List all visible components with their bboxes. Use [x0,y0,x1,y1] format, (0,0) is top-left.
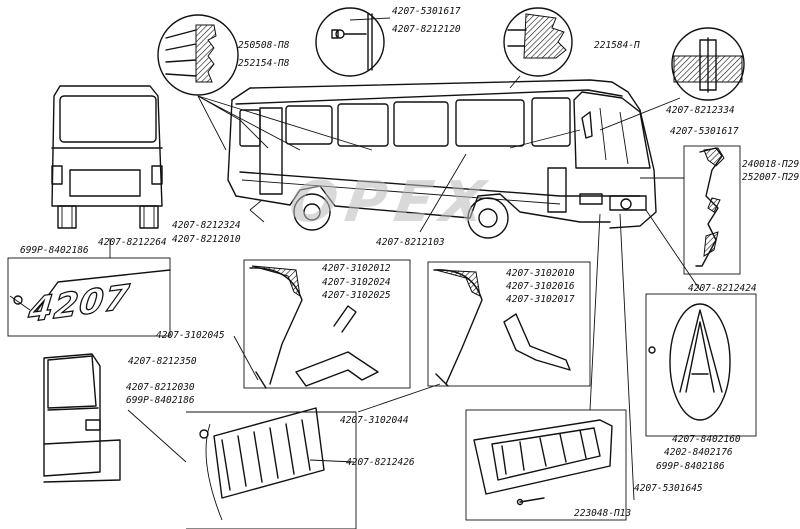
leader-lines [109,17,701,501]
part-label: 4207-8402160 [672,434,741,445]
part-label: 4207-8212030 [126,382,195,393]
part-label: 4207-8212350 [128,356,197,367]
part-label: 4207-8212103 [376,237,445,248]
part-label: 4207-3102016 [506,281,575,292]
part-label: 223048-П13 [574,508,632,519]
part-label: 250508-П8 [238,40,290,51]
front-emblem-detail [645,293,757,437]
seal-detail-1 [157,14,239,96]
part-label: 4207-3102044 [340,415,409,426]
part-label: 240018-П29 [742,159,800,170]
rear-emblem-detail [7,257,171,337]
part-label: 4207-3102025 [322,290,391,301]
part-label: 4207-3102045 [156,330,225,341]
watermark: OPEX [285,170,497,235]
part-label: 4207-8212424 [688,283,757,294]
part-label: 4207-5301645 [634,483,703,494]
part-label: 4207-8212264 [98,237,167,248]
part-label: 4207-8212120 [392,24,461,35]
part-label: 4207-3102012 [322,263,391,274]
part-label: 4207-8212334 [666,105,735,116]
part-label: 699Р-8402186 [656,461,725,472]
part-label: 4207-5301617 [670,126,739,137]
part-label: 4207-8212324 [172,220,241,231]
part-label: 252154-П8 [238,58,290,69]
part-label: 4202-8402176 [664,447,733,458]
part-label: 221584-П [594,40,640,51]
bolt-detail [315,7,385,77]
part-label: 699Р-8402186 [126,395,195,406]
lamp-detail [465,409,627,521]
rivet-detail [671,27,745,101]
bus-rear-view [51,85,163,229]
mudguard-detail-left [243,259,411,389]
bus-side-view [227,79,657,239]
door-seal-panel [683,145,741,275]
part-label: 699Р-8402186 [20,245,89,256]
vent-grille-detail [186,407,357,529]
seal-detail-2 [503,7,573,77]
part-label: 252007-П29 [742,172,800,183]
part-label: 4207-3102010 [506,268,575,279]
part-label: 4207-8212426 [346,457,415,468]
mudguard-detail-right [427,261,591,387]
bus-rear-quarter-view [43,353,121,483]
part-label: 4207-8212010 [172,234,241,245]
part-label: 4207-3102024 [322,277,391,288]
part-label: 4207-5301617 [392,6,461,17]
part-label: 4207-3102017 [506,294,575,305]
